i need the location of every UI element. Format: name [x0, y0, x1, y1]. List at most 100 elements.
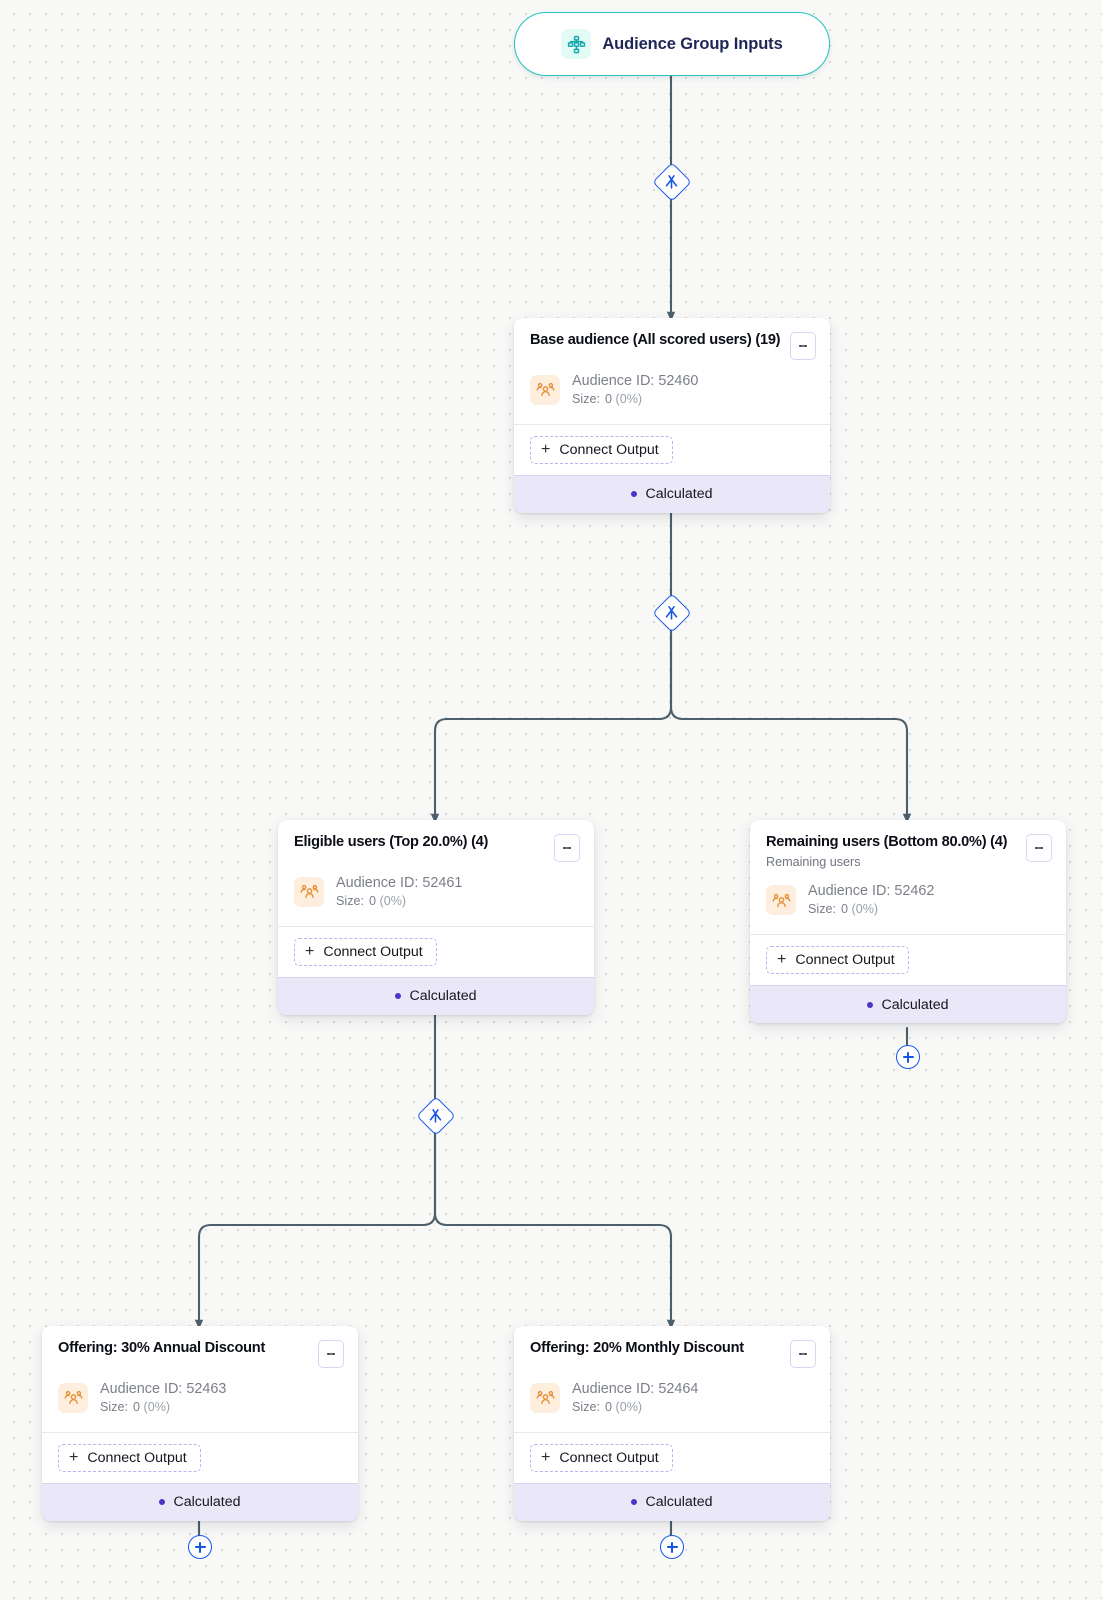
kebab-dot: [327, 1352, 330, 1356]
status-label: Calculated: [409, 988, 477, 1005]
node-offering-monthly-discount[interactable]: Offering: 20% Monthly Discount: [514, 1326, 830, 1521]
kebab-dot: [568, 846, 571, 850]
kebab-dot: [329, 1352, 333, 1356]
split-node-lower[interactable]: [416, 1096, 456, 1136]
plus-icon: +: [69, 1448, 79, 1466]
status-dot-icon: [867, 1001, 874, 1008]
split-branch-icon: [418, 1098, 452, 1132]
hierarchy-icon: [561, 29, 592, 59]
add-node-button-after-remaining[interactable]: [896, 1045, 920, 1069]
connect-output-label: Connect Output: [323, 943, 423, 960]
size-value: 0: [369, 894, 377, 908]
size-value: 0: [605, 1400, 613, 1414]
kebab-dot: [1037, 846, 1041, 850]
node-body: Audience ID: 52461 Size: 0 (0%): [278, 874, 594, 926]
size-value: 0: [133, 1400, 141, 1414]
add-node-button-after-annual[interactable]: [188, 1535, 212, 1559]
connect-output-button[interactable]: + Connect Output: [530, 435, 673, 464]
size-label: Size:: [336, 894, 364, 908]
node-menu-button[interactable]: [554, 834, 580, 862]
split-branch-icon: [654, 595, 688, 629]
node-connect-area: + Connect Output: [278, 925, 594, 977]
node-menu-button[interactable]: [1026, 834, 1052, 862]
audience-id: Audience ID: 52460: [572, 373, 699, 389]
status-label: Calculated: [173, 1494, 241, 1511]
node-connect-area: + Connect Output: [514, 1431, 830, 1483]
connect-output-button[interactable]: + Connect Output: [294, 937, 437, 966]
size-percent: (0%): [143, 1400, 171, 1414]
kebab-dot: [799, 344, 802, 348]
users-group-icon: [530, 1382, 560, 1413]
node-menu-button[interactable]: [790, 1340, 816, 1368]
split-node-middle[interactable]: [652, 593, 692, 633]
kebab-dot: [563, 846, 566, 850]
start-node-label: Audience Group Inputs: [602, 34, 783, 53]
node-base-audience[interactable]: Base audience (All scored users) (19): [514, 318, 830, 513]
size-percent: (0%): [851, 902, 879, 917]
audience-id: Audience ID: 52463: [100, 1381, 227, 1397]
connect-output-label: Connect Output: [559, 441, 659, 458]
status-dot-icon: [395, 993, 402, 1000]
audience-id: Audience ID: 52462: [808, 883, 935, 900]
node-header: Offering: 20% Monthly Discount: [514, 1326, 830, 1380]
edge-split-lower-to-monthly: [433, 1130, 676, 1330]
kebab-dot: [801, 1352, 805, 1356]
size-label: Size:: [808, 902, 836, 917]
node-title: Offering: 30% Annual Discount: [58, 1340, 266, 1356]
users-group-icon: [766, 885, 796, 916]
node-title: Base audience (All scored users) (19): [530, 332, 781, 348]
node-title: Eligible users (Top 20.0%) (4): [294, 834, 489, 850]
connect-output-button[interactable]: + Connect Output: [530, 1443, 673, 1472]
node-status-bar: Calculated: [514, 474, 830, 513]
node-status-bar: Calculated: [514, 1482, 830, 1521]
node-subtitle: Remaining users: [766, 855, 861, 870]
node-remaining-users[interactable]: Remaining users (Bottom 80.0%) (4) Remai…: [750, 820, 1066, 1024]
edge-split-middle-to-eligible: [430, 627, 673, 824]
size-percent: (0%): [379, 894, 407, 908]
audience-size: Size:0 (0%): [572, 1400, 698, 1416]
kebab-dot: [1035, 846, 1038, 850]
users-group-icon: [58, 1382, 88, 1413]
split-node-top[interactable]: [652, 162, 692, 202]
kebab-dot: [1040, 846, 1043, 850]
node-connect-area: + Connect Output: [750, 934, 1066, 985]
node-offering-annual-discount[interactable]: Offering: 30% Annual Discount: [42, 1326, 358, 1521]
status-label: Calculated: [881, 996, 949, 1013]
users-group-icon: [530, 374, 560, 405]
node-header: Offering: 30% Annual Discount: [42, 1326, 358, 1380]
split-branch-icon: [654, 164, 688, 198]
kebab-dot: [804, 1352, 807, 1356]
plus-icon: +: [777, 951, 787, 969]
size-value: 0: [841, 902, 849, 917]
audience-id: Audience ID: 52464: [572, 1381, 699, 1397]
plus-icon: [907, 1051, 909, 1063]
size-percent: (0%): [615, 1400, 643, 1414]
connect-output-button[interactable]: + Connect Output: [766, 946, 909, 975]
start-node-audience-group-inputs[interactable]: Audience Group Inputs: [514, 12, 830, 76]
size-label: Size:: [572, 392, 600, 406]
connect-output-label: Connect Output: [559, 1449, 659, 1466]
status-label: Calculated: [645, 486, 713, 503]
audience-id: Audience ID: 52461: [336, 875, 463, 891]
users-group-icon: [294, 876, 324, 907]
node-body: Audience ID: 52464 Size:0 (0%): [514, 1380, 830, 1432]
node-eligible-users[interactable]: Eligible users (Top 20.0%) (4): [278, 820, 594, 1015]
audience-size: Size: 0 (0%): [808, 902, 934, 918]
node-connect-area: + Connect Output: [42, 1431, 358, 1483]
connect-output-button[interactable]: + Connect Output: [58, 1443, 201, 1472]
node-body: Audience ID: 52462 Size: 0 (0%): [750, 882, 1066, 934]
kebab-dot: [804, 344, 807, 348]
plus-icon: +: [541, 1448, 551, 1466]
plus-icon: [671, 1541, 673, 1553]
audience-size: Size:0 (0%): [572, 392, 698, 408]
status-dot-icon: [631, 1499, 638, 1506]
add-node-button-after-monthly[interactable]: [660, 1535, 684, 1559]
size-value: 0: [605, 392, 613, 406]
node-body: Audience ID: 52460 Size:0 (0%): [514, 372, 830, 424]
connect-output-label: Connect Output: [795, 952, 895, 969]
status-dot-icon: [631, 491, 638, 498]
node-menu-button[interactable]: [318, 1340, 344, 1368]
node-status-bar: Calculated: [750, 985, 1066, 1024]
node-menu-button[interactable]: [790, 332, 816, 360]
